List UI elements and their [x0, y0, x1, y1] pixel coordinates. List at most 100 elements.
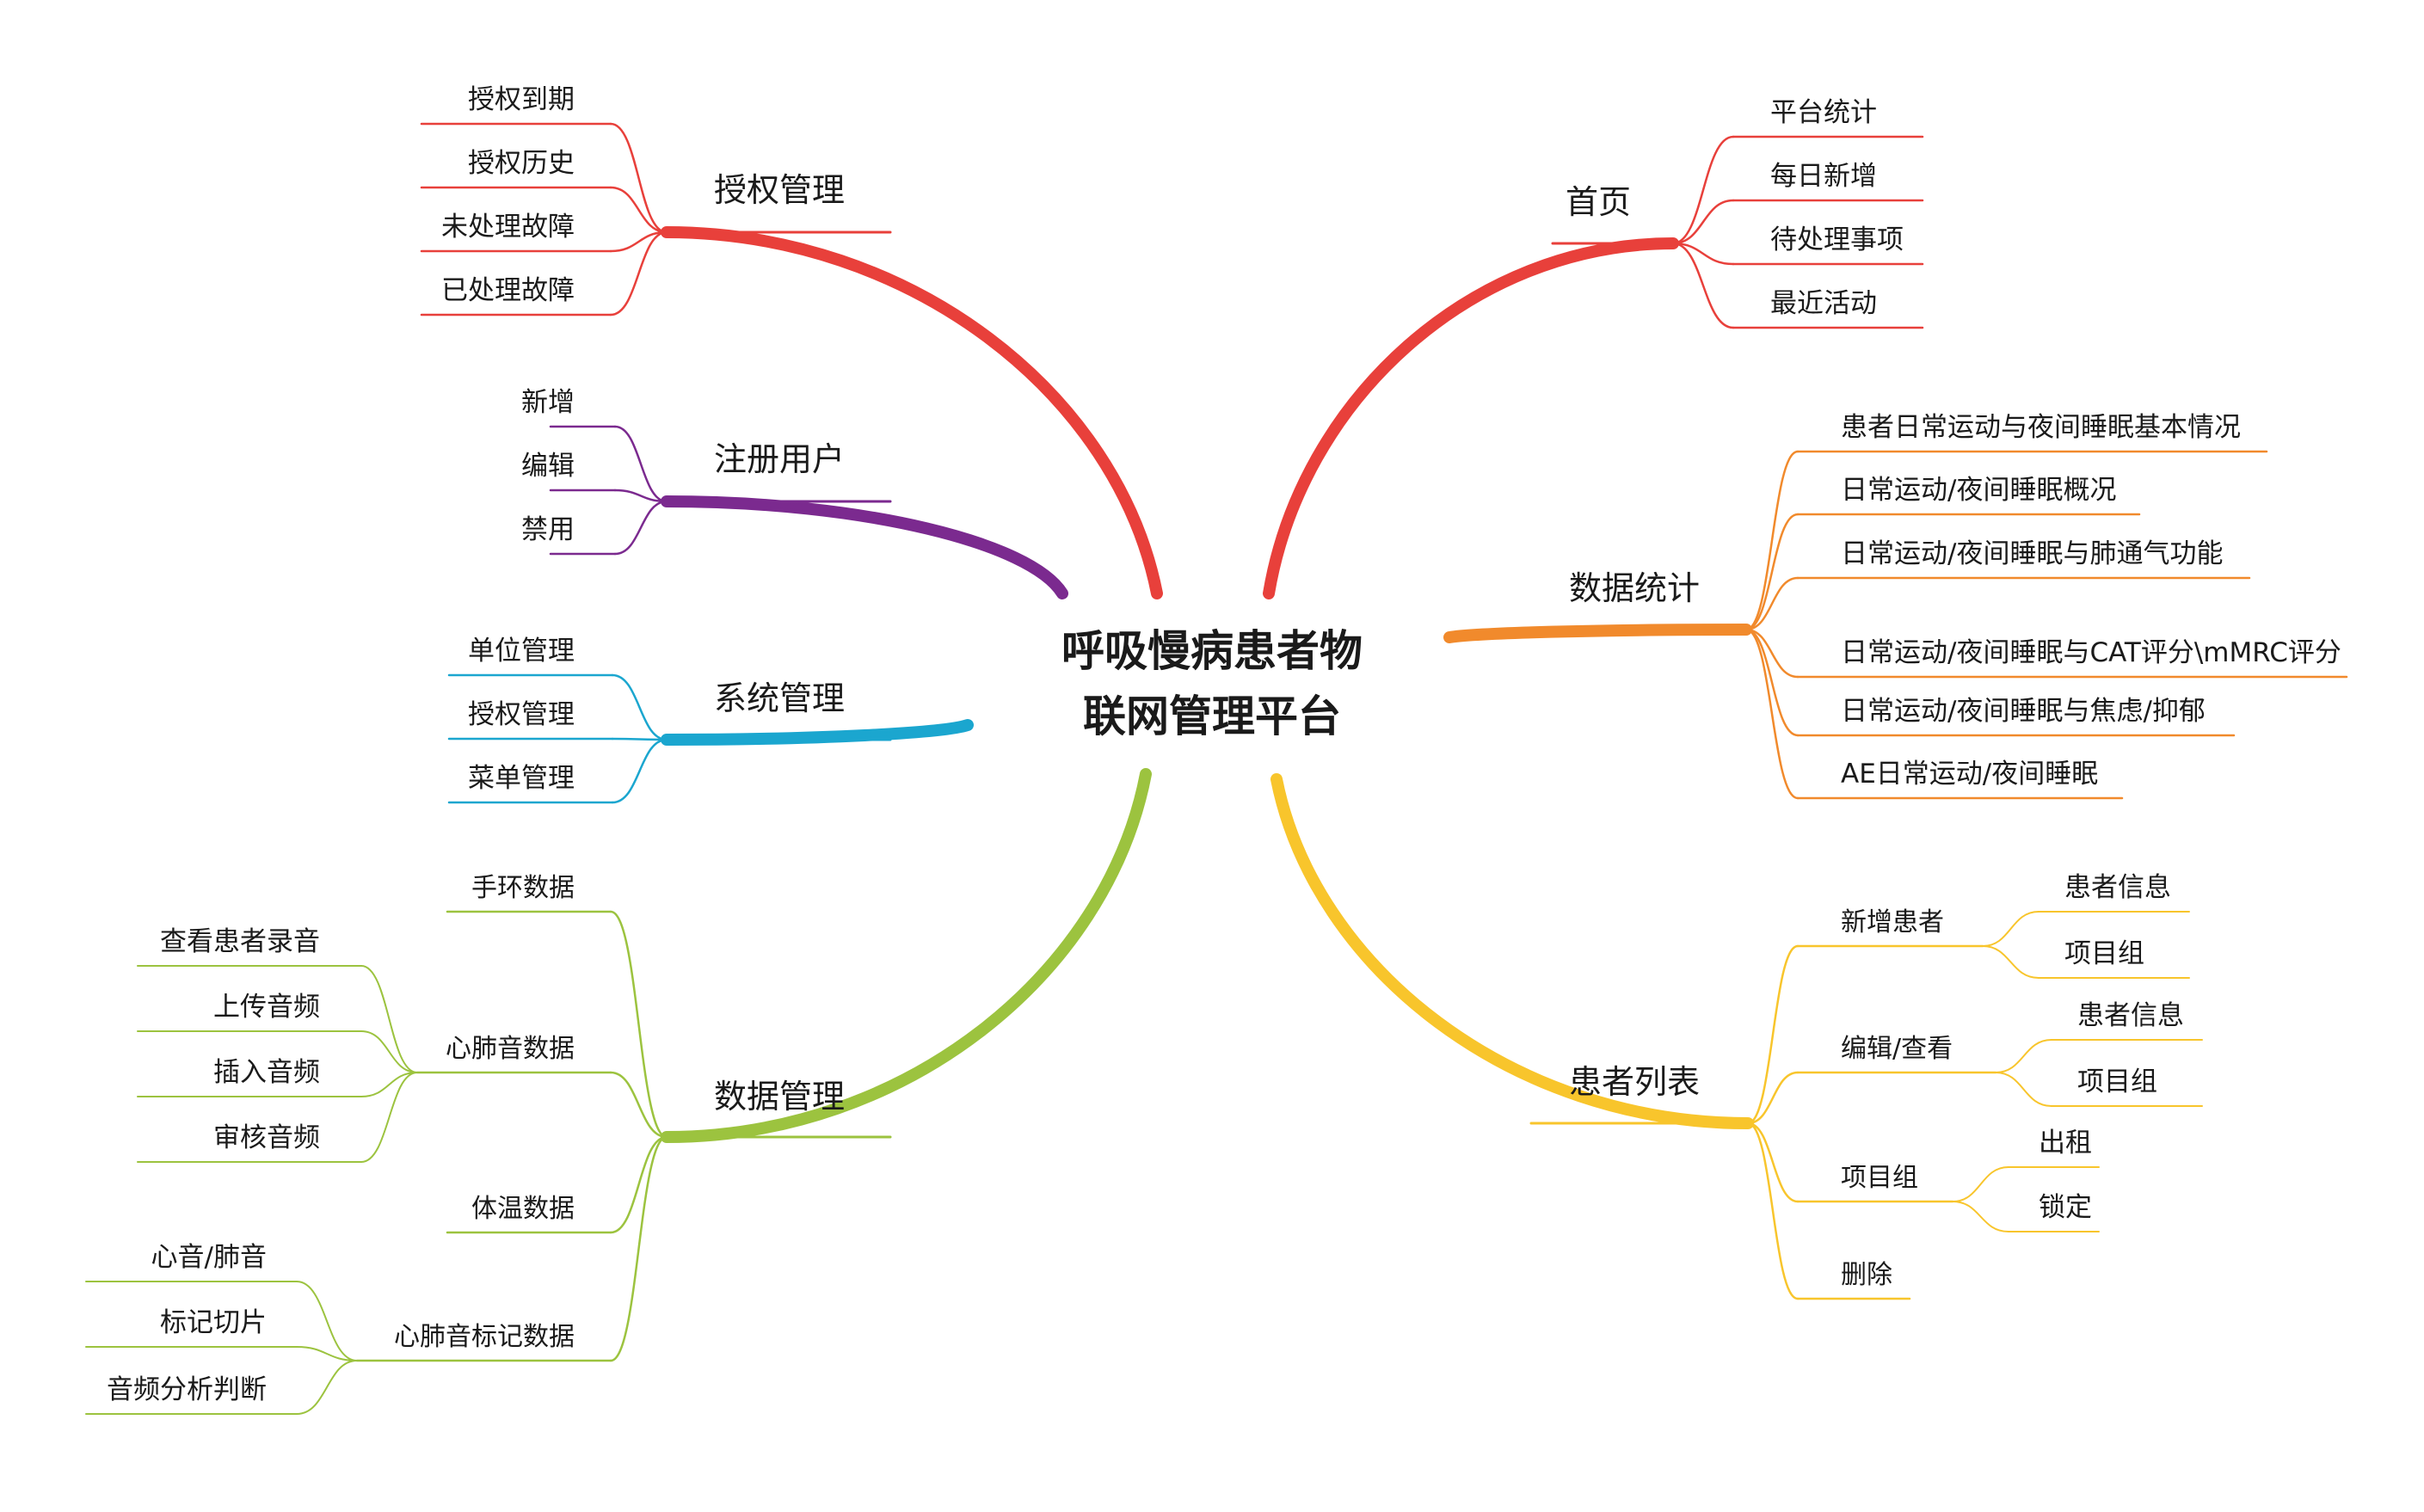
stats-leaf-label-1: 日常运动/夜间睡眠概况: [1841, 475, 2116, 506]
home-leaf-connector-1: [1671, 199, 1735, 245]
patients-branch-label: 患者列表: [1569, 1063, 1700, 1101]
patients-sub-label-2: 项目组: [1841, 1163, 1918, 1193]
patients-sub-connector-1: [1746, 1071, 1800, 1125]
users-leaf-connector-0: [613, 425, 668, 503]
patients-sub-1-leaf-connector-0: [1995, 1039, 2052, 1073]
auth-branch-label: 授权管理: [714, 171, 845, 209]
stats-hub: [1744, 627, 1749, 632]
home-main-branch-stroke-1: [1264, 239, 1677, 598]
patients-sub-0-leaf-label-0: 患者信息: [2064, 872, 2171, 903]
users-leaf-connector-1: [613, 489, 668, 503]
patients-sub-2-leaf-connector-0: [1952, 1166, 2009, 1202]
data-sub-1-leaf-connector-1: [360, 1030, 418, 1073]
data-sub-1-leaf-connector-0: [360, 965, 418, 1073]
patients-sub-0-leaf-label-1: 项目组: [2064, 938, 2144, 969]
data-sub-1-leaf-connector-2: [360, 1072, 418, 1097]
patients-sub-connector-2: [1746, 1122, 1800, 1203]
connector-layer: [85, 122, 2348, 1415]
patients-sub-connector-3: [1746, 1122, 1800, 1300]
patients-sub-0-leaf-connector-0: [1982, 911, 2039, 947]
stats-leaf-connector-5: [1744, 628, 1800, 800]
data-sub-1-leaf-label-3: 审核音频: [213, 1122, 320, 1153]
system-leaf-connector-2: [611, 738, 668, 804]
data-sub-1-leaf-connector-3: [360, 1072, 418, 1163]
stats-leaf-connector-3: [1744, 628, 1800, 679]
users-leaf-label-0: 新增: [521, 387, 575, 418]
users-main-branch-stroke-2: [665, 500, 1064, 595]
system-leaf-label-0: 单位管理: [468, 636, 575, 667]
stats-leaf-label-3: 日常运动/夜间睡眠与CAT评分\mMRC评分: [1841, 637, 2341, 668]
data-sub-connector-3: [609, 1135, 668, 1362]
patients-sub-1-leaf-label-1: 项目组: [2077, 1066, 2157, 1097]
data-sub-3-leaf-label-2: 音频分析判断: [107, 1374, 267, 1405]
stats-leaf-label-4: 日常运动/夜间睡眠与焦虑/抑郁: [1841, 696, 2206, 727]
stats-leaf-label-2: 日常运动/夜间睡眠与肺通气功能: [1841, 538, 2223, 569]
patients-sub-2-leaf-label-0: 出租: [2039, 1128, 2092, 1159]
data-sub-1-leaf-label-2: 插入音频: [213, 1057, 320, 1088]
patients-sub-label-0: 新增患者: [1841, 907, 1944, 937]
data-sub-3-leaf-connector-1: [296, 1346, 358, 1361]
users-leaf-label-1: 编辑: [521, 451, 575, 482]
data-branch-label: 数据管理: [714, 1078, 845, 1116]
home-hub: [1670, 241, 1676, 246]
patients-sub-1-leaf-label-0: 患者信息: [2077, 1000, 2184, 1031]
patients-main-branch-stroke-2: [1275, 778, 1750, 1125]
auth-leaf-label-3: 已处理故障: [441, 275, 575, 306]
users-leaf-label-2: 禁用: [521, 514, 575, 545]
auth-main-branch-stroke-2: [665, 230, 1159, 595]
data-sub-connector-0: [609, 910, 668, 1139]
users-leaf-connector-2: [613, 500, 668, 556]
home-main-branch-stroke-2: [1267, 242, 1675, 595]
system-hub: [664, 737, 669, 742]
stats-leaf-label-5: AE日常运动/夜间睡眠: [1841, 759, 2098, 790]
data-sub-label-3: 心肺音标记数据: [394, 1322, 575, 1352]
data-sub-3-leaf-label-1: 标记切片: [160, 1307, 267, 1338]
users-hub: [664, 499, 669, 504]
data-sub-3-leaf-connector-0: [296, 1281, 358, 1361]
auth-leaf-label-2: 未处理故障: [441, 212, 575, 243]
auth-hub: [664, 230, 669, 235]
auth-leaf-label-1: 授权历史: [468, 148, 575, 179]
system-leaf-connector-0: [611, 673, 668, 741]
data-sub-connector-2: [609, 1135, 668, 1234]
patients-sub-connector-0: [1746, 944, 1800, 1125]
patients-sub-2-leaf-connector-1: [1952, 1201, 2009, 1232]
system-branch-label: 系统管理: [714, 679, 845, 717]
home-leaf-connector-3: [1671, 242, 1735, 329]
users-branch-label: 注册用户: [714, 440, 845, 478]
patients-sub-0-leaf-connector-1: [1982, 945, 2039, 979]
data-sub-3-leaf-connector-2: [296, 1360, 358, 1415]
data-main-branch-stroke-2: [665, 772, 1147, 1139]
patients-sub-label-3: 删除: [1841, 1260, 1892, 1290]
data-sub-connector-1: [609, 1071, 668, 1139]
stats-branch-label: 数据统计: [1569, 569, 1700, 607]
patients-sub-1-leaf-connector-1: [1995, 1072, 2052, 1107]
patients-sub-label-1: 编辑/查看: [1841, 1034, 1953, 1064]
home-leaf-label-0: 平台统计: [1770, 97, 1877, 128]
home-leaf-connector-2: [1671, 242, 1735, 266]
stats-leaf-connector-4: [1744, 628, 1800, 737]
auth-leaf-label-0: 授权到期: [468, 84, 575, 115]
data-sub-3-leaf-label-0: 心音/肺音: [151, 1242, 267, 1273]
auth-leaf-connector-1: [609, 186, 668, 234]
home-leaf-connector-0: [1671, 135, 1735, 245]
auth-main-branch-stroke-1: [662, 228, 1161, 598]
data-sub-label-0: 手环数据: [471, 873, 575, 903]
home-leaf-label-1: 每日新增: [1770, 161, 1877, 192]
central-topic: 呼吸慢病患者物 联网管理平台: [1061, 626, 1363, 741]
patients-sub-2-leaf-label-1: 锁定: [2039, 1192, 2092, 1223]
auth-leaf-connector-2: [609, 230, 668, 253]
central-topic-line-1: 呼吸慢病患者物: [1061, 626, 1363, 676]
stats-leaf-connector-0: [1744, 450, 1800, 631]
home-branch-label: 首页: [1566, 183, 1631, 221]
stats-leaf-connector-1: [1744, 513, 1800, 631]
data-sub-label-2: 体温数据: [471, 1194, 575, 1224]
auth-leaf-connector-0: [609, 122, 668, 234]
stats-leaf-connector-2: [1744, 576, 1800, 631]
auth-leaf-connector-3: [609, 230, 668, 317]
system-leaf-connector-1: [611, 737, 668, 741]
home-leaf-label-3: 最近活动: [1770, 288, 1877, 319]
system-leaf-label-1: 授权管理: [468, 699, 575, 730]
